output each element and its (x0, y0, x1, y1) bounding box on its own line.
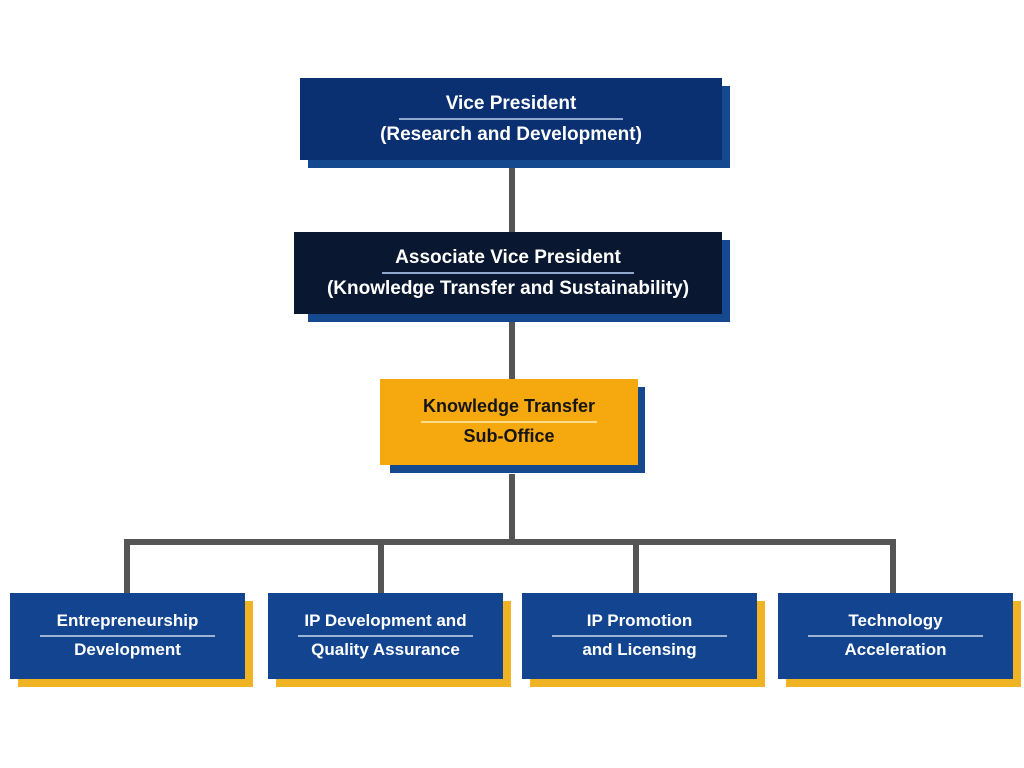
connector-bus-to-unit1 (124, 539, 130, 595)
technology-acceleration-title: Technology (848, 611, 943, 631)
connector-avp-to-kts (509, 317, 515, 381)
associate-vice-president-title: Associate Vice President (395, 246, 621, 268)
ip-development-quality-assurance-divider (298, 635, 473, 637)
entrepreneurship-development-title: Entrepreneurship (56, 611, 199, 631)
entrepreneurship-development-box[interactable]: Entrepreneurship Development (10, 593, 245, 679)
technology-acceleration-divider (808, 635, 983, 637)
ip-promotion-licensing-box[interactable]: IP Promotion and Licensing (522, 593, 757, 679)
connector-vp-to-avp (509, 163, 515, 235)
technology-acceleration-box[interactable]: Technology Acceleration (778, 593, 1013, 679)
vice-president-title: Vice President (445, 92, 577, 114)
knowledge-transfer-sub-office-subtitle: Sub-Office (463, 426, 555, 446)
connector-kts-to-bus (509, 474, 515, 544)
ip-promotion-licensing-subtitle: and Licensing (582, 640, 697, 659)
vice-president-box[interactable]: Vice President (Research and Development… (300, 78, 722, 160)
ip-development-quality-assurance-box[interactable]: IP Development and Quality Assurance (268, 593, 503, 679)
entrepreneurship-development-divider (40, 635, 215, 637)
associate-vice-president-divider (382, 272, 634, 274)
connector-bus-to-unit3 (633, 539, 639, 595)
ip-promotion-licensing-divider (552, 635, 727, 637)
ip-development-quality-assurance-title: IP Development and (304, 611, 467, 631)
connector-horizontal-bus (124, 539, 896, 545)
ip-development-quality-assurance-subtitle: Quality Assurance (311, 640, 460, 659)
vice-president-divider (399, 118, 623, 120)
knowledge-transfer-sub-office-divider (421, 421, 597, 423)
knowledge-transfer-sub-office-title: Knowledge Transfer (422, 396, 596, 417)
connector-bus-to-unit2 (378, 539, 384, 595)
associate-vice-president-subtitle: (Knowledge Transfer and Sustainability) (326, 278, 690, 299)
knowledge-transfer-sub-office-box[interactable]: Knowledge Transfer Sub-Office (380, 379, 638, 465)
ip-promotion-licensing-title: IP Promotion (586, 611, 693, 631)
associate-vice-president-box[interactable]: Associate Vice President (Knowledge Tran… (294, 232, 722, 314)
connector-bus-to-unit4 (890, 539, 896, 595)
technology-acceleration-subtitle: Acceleration (844, 640, 947, 659)
entrepreneurship-development-subtitle: Development (74, 640, 181, 659)
vice-president-subtitle: (Research and Development) (380, 124, 642, 145)
